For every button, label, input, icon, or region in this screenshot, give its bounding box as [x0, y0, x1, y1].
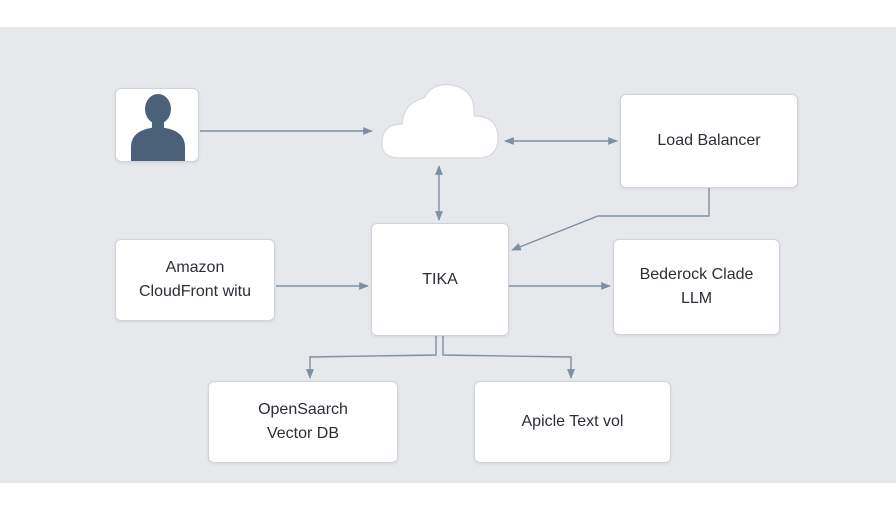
cloudfront-label-line1: Amazon [165, 259, 225, 276]
opensearch-node[interactable]: OpenSaarch Vector DB [208, 381, 398, 463]
bedrock-label-line1: Bederock Clade [639, 266, 754, 283]
cloud-icon [381, 83, 499, 159]
bedrock-node[interactable]: Bederock Clade LLM [613, 239, 780, 335]
user-icon [131, 94, 185, 161]
load-balancer-node[interactable]: Load Balancer [620, 94, 798, 188]
tika-node[interactable]: TIKA [371, 223, 509, 336]
load-balancer-label: Load Balancer [657, 132, 761, 149]
apicle-node[interactable]: Apicle Text vol [474, 381, 671, 463]
opensearch-label-line1: OpenSaarch [258, 401, 348, 418]
bedrock-label-line2: LLM [680, 290, 713, 307]
cloudfront-node[interactable]: Amazon CloudFront witu [115, 239, 275, 321]
arrow-load-balancer-to-tika [511, 188, 710, 251]
arrow-tika-to-opensearch [306, 336, 437, 379]
cloudfront-label-line2: CloudFront witu [138, 283, 252, 300]
apicle-label: Apicle Text vol [521, 413, 624, 430]
opensearch-label-line2: Vector DB [266, 425, 340, 442]
arrow-tika-to-apicle [442, 336, 575, 379]
tika-label: TIKA [422, 270, 458, 288]
user-icon-box [115, 88, 199, 162]
